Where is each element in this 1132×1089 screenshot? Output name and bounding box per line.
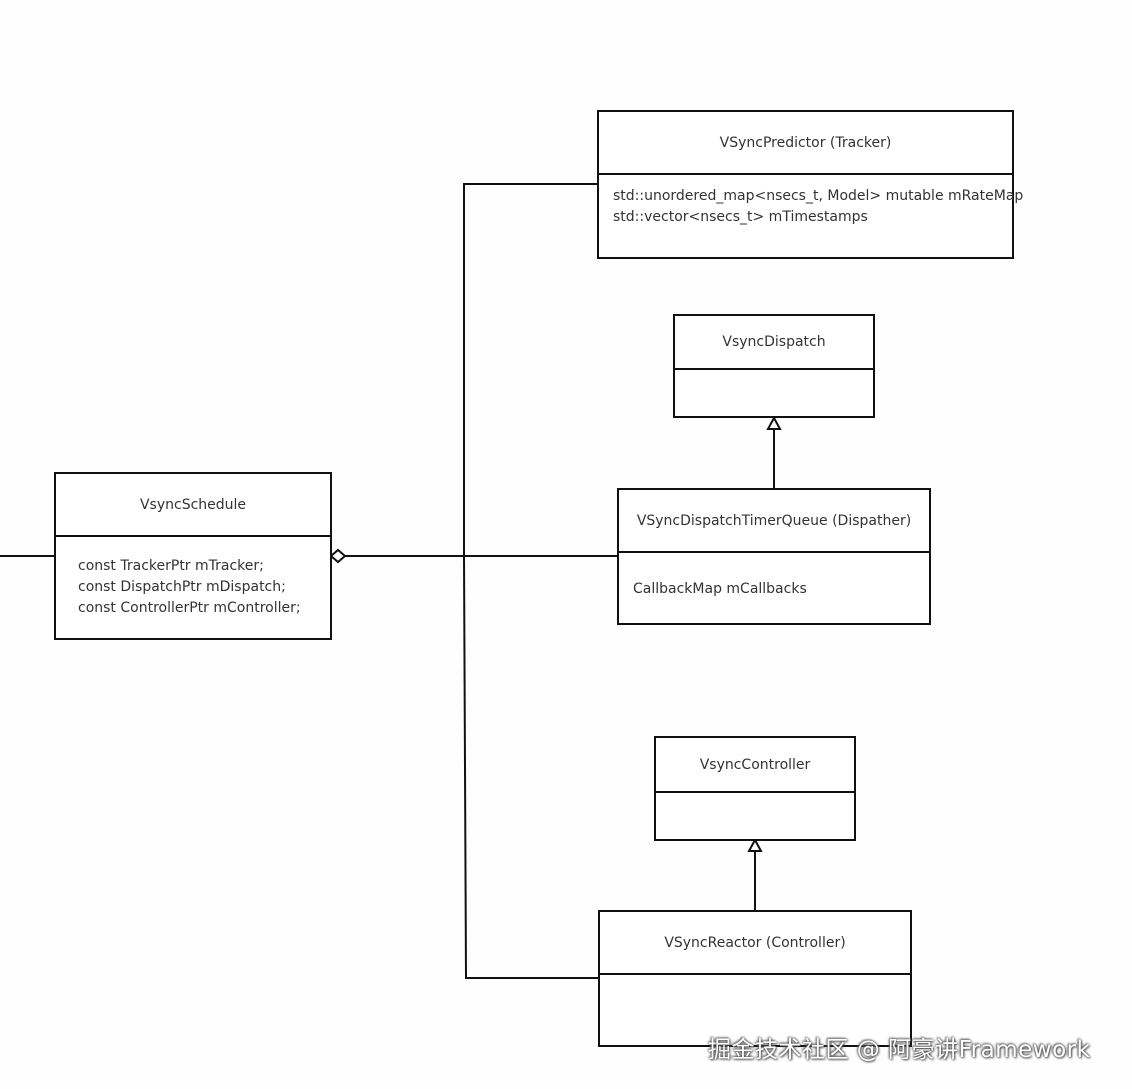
field: const ControllerPtr mController; — [78, 600, 301, 616]
class-box-vsync-predictor: VSyncPredictor (Tracker) std::unordered_… — [597, 110, 1024, 259]
class-box-vsync-reactor: VSyncReactor (Controller) — [598, 910, 912, 1047]
class-box-vsync-dispatch-timer-queue: VSyncDispatchTimerQueue (Dispather) Call… — [617, 488, 931, 625]
class-name: VsyncController — [656, 738, 854, 793]
class-name: VSyncDispatchTimerQueue (Dispather) — [619, 490, 929, 553]
class-fields: CallbackMap mCallbacks — [619, 553, 929, 600]
class-box-vsync-dispatch: VsyncDispatch — [673, 314, 875, 418]
inheritance-arrow-controller — [747, 837, 763, 852]
field: CallbackMap mCallbacks — [633, 581, 807, 597]
class-name: VsyncSchedule — [56, 474, 330, 537]
field: const TrackerPtr mTracker; — [78, 558, 264, 574]
class-box-vsync-controller: VsyncController — [654, 736, 856, 841]
field: std::vector<nsecs_t> mTimestamps — [613, 209, 868, 225]
class-fields: std::unordered_map<nsecs_t, Model> mutab… — [599, 175, 1024, 228]
field: const DispatchPtr mDispatch; — [78, 579, 286, 595]
aggregation-line-reactor — [463, 555, 599, 979]
field: std::unordered_map<nsecs_t, Model> mutab… — [613, 188, 1024, 204]
class-name: VSyncReactor (Controller) — [600, 912, 910, 975]
class-fields: const TrackerPtr mTracker; const Dispatc… — [56, 537, 330, 619]
aggregation-diamond — [329, 548, 347, 564]
aggregation-line-predictor — [463, 183, 598, 556]
class-name: VsyncDispatch — [675, 316, 873, 370]
inheritance-arrow-dispatch — [766, 415, 782, 430]
class-name: VSyncPredictor (Tracker) — [599, 112, 1012, 175]
class-box-vsync-schedule: VsyncSchedule const TrackerPtr mTracker;… — [54, 472, 332, 640]
watermark: 掘金技术社区 @ 阿豪讲Framework — [708, 1037, 1091, 1063]
